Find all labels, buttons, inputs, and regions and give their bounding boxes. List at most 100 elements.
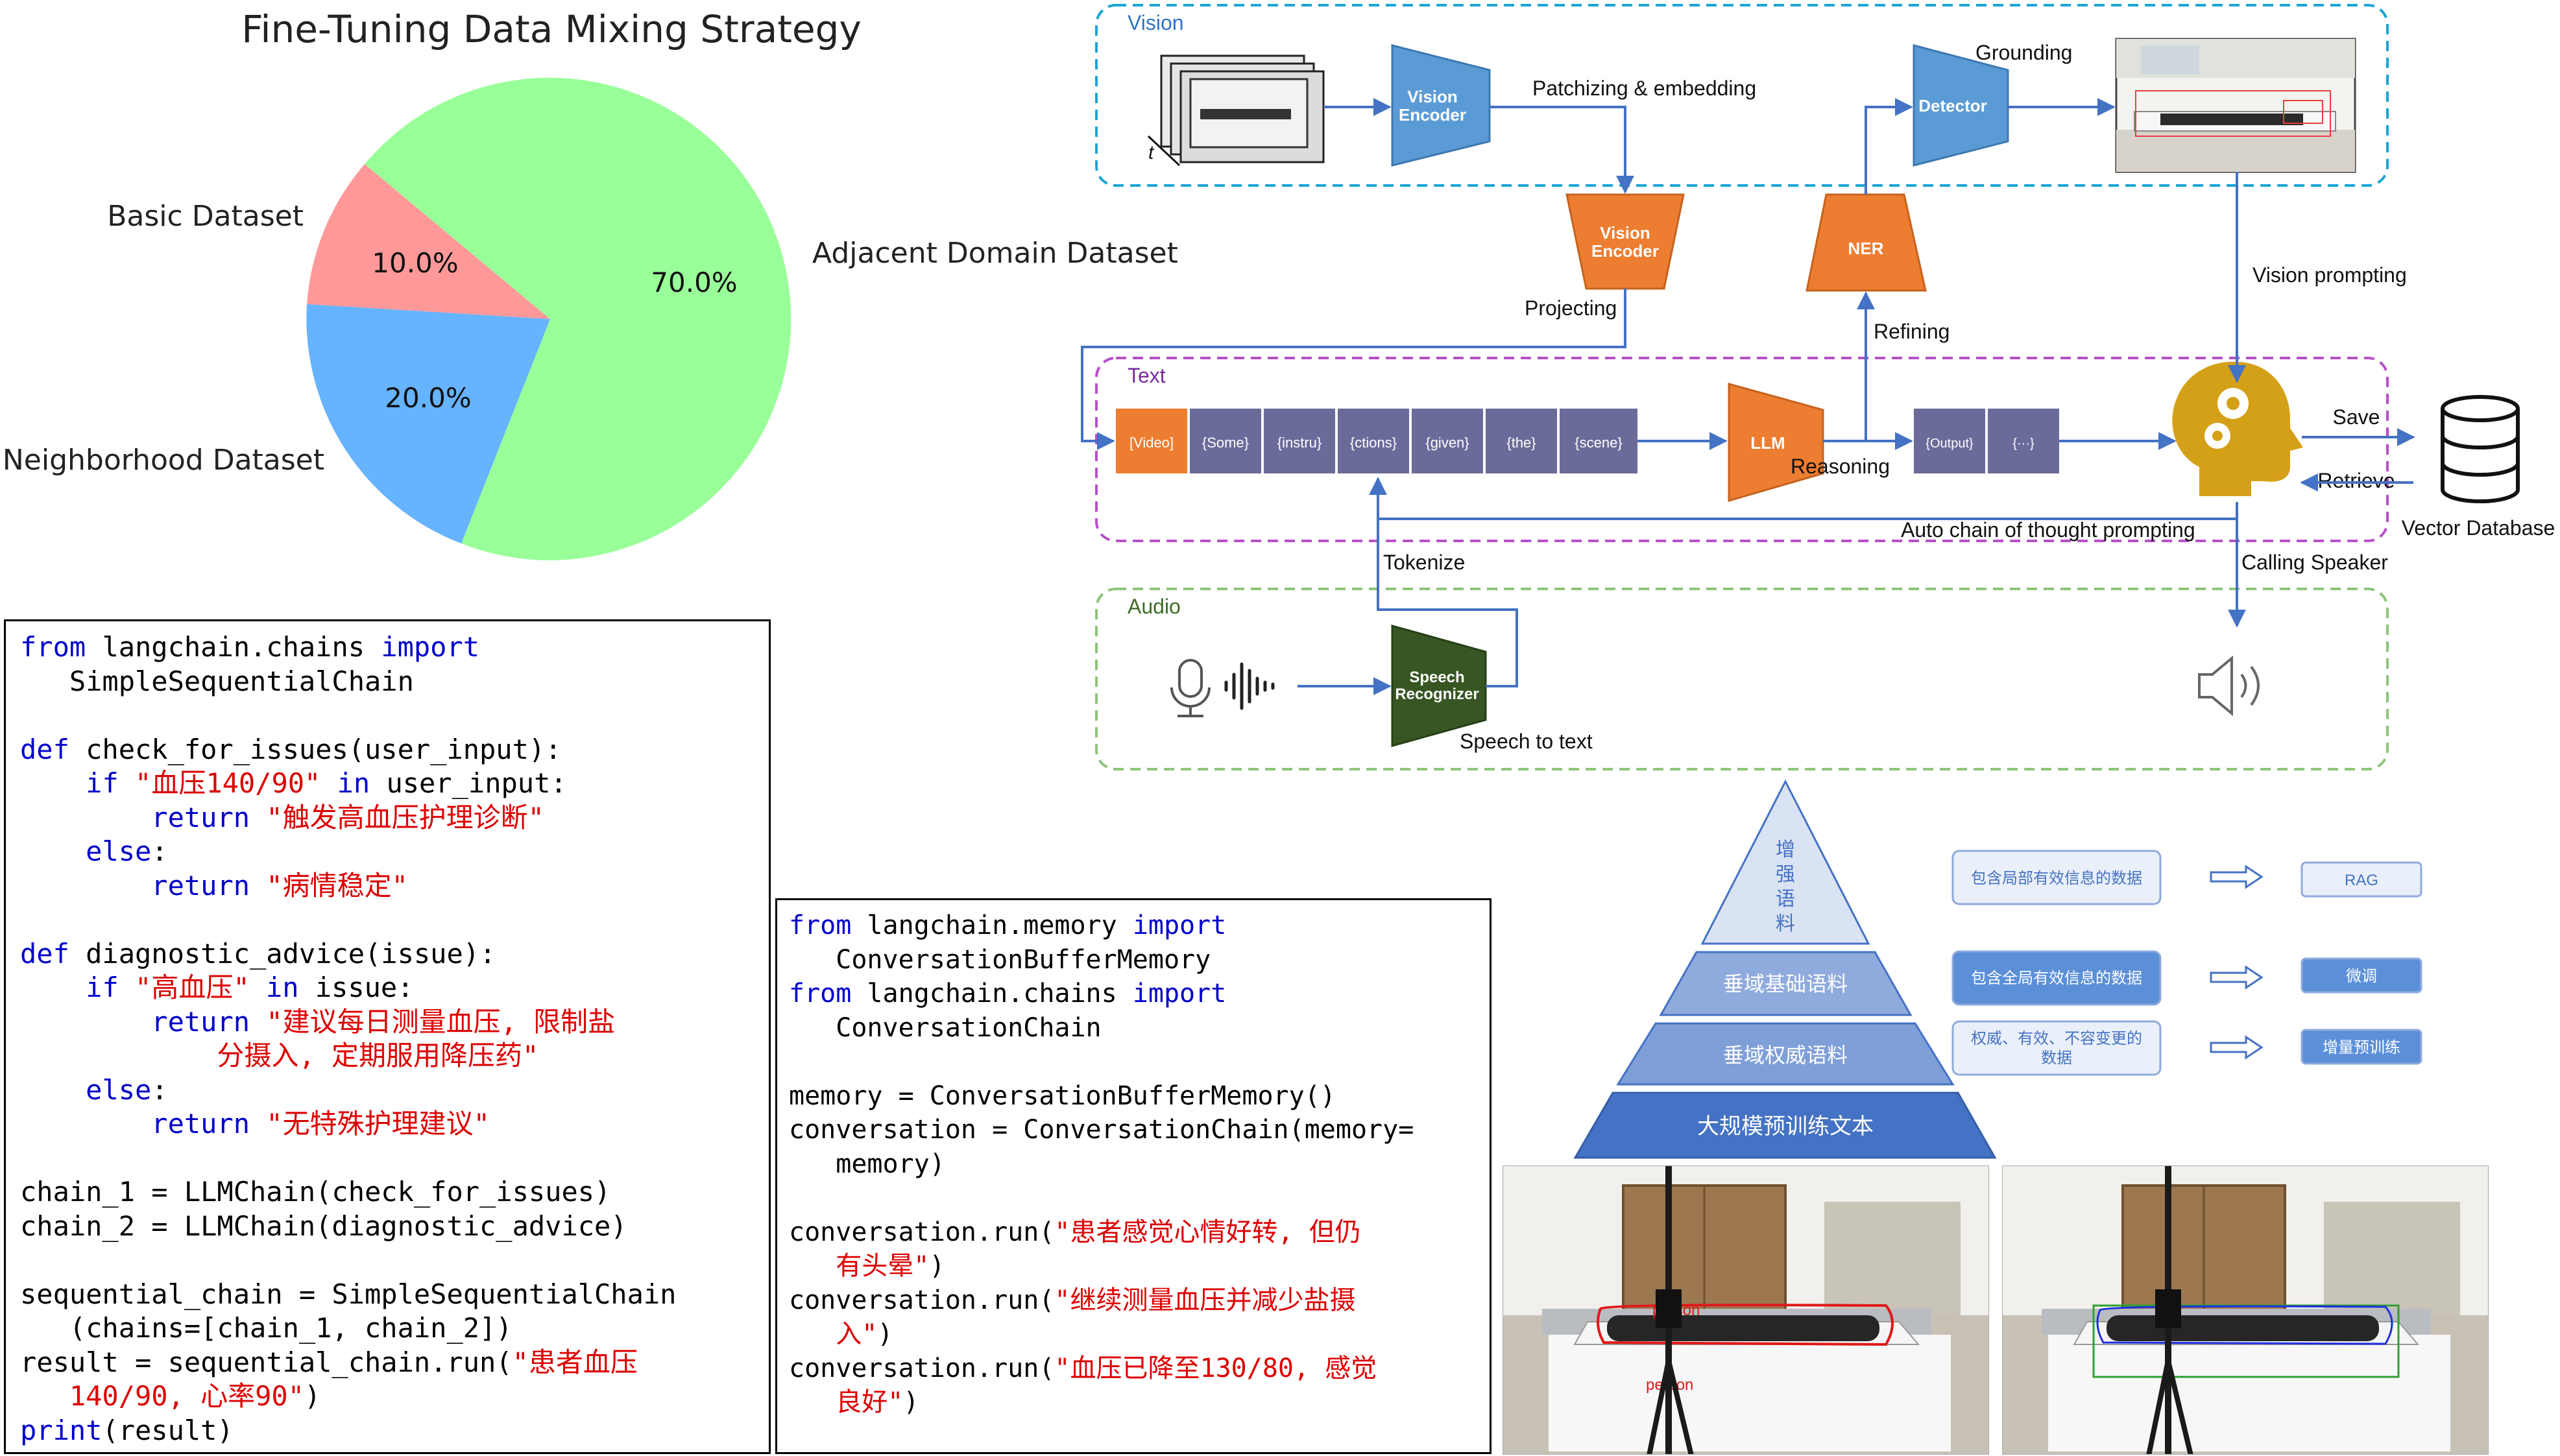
code-line: else: — [20, 1073, 769, 1108]
code-keyword: import — [1132, 979, 1227, 1008]
code-keyword: def — [20, 937, 69, 970]
text-region — [1095, 357, 2389, 542]
vision-region — [1095, 4, 2389, 187]
code-string: "触发高血压护理诊断" — [266, 801, 544, 833]
code-line: from langchain.chains import — [20, 630, 769, 665]
pie-chart: Fine-Tuning Data Mixing Strategy 70.0% 1… — [3, 7, 1178, 560]
code-text: SimpleSequentialChain — [20, 665, 414, 697]
code-line: else: — [20, 835, 769, 869]
output-token — [1914, 409, 1985, 473]
code-line: (chains=[chain_1, chain_2]) — [20, 1311, 769, 1346]
code-text: conversation.run( — [789, 1353, 1055, 1383]
code-keyword: if — [86, 767, 119, 799]
code-keyword: else — [86, 1073, 152, 1106]
time-label: t — [1148, 142, 1155, 163]
code-text — [20, 870, 151, 901]
pyramid-level-2-text: 垂域基础语料 — [1723, 972, 1848, 996]
code-line: sequential_chain = SimpleSequentialChain — [20, 1278, 769, 1312]
code-text: sequential_chain = SimpleSequentialChain — [20, 1278, 677, 1310]
code-text — [20, 835, 86, 867]
pyramid-level-3 — [1616, 1022, 1955, 1086]
vision-encoder-2-line2: Encoder — [1591, 241, 1659, 261]
ner-label: NER — [1848, 239, 1884, 258]
code-text: ConversationChain — [789, 1012, 1102, 1043]
code-text: memory = ConversationBufferMemory() — [789, 1080, 1336, 1111]
code-text: ) — [304, 1380, 321, 1412]
token-some — [1190, 409, 1261, 473]
code-line: memory = ConversationBufferMemory() — [789, 1080, 1490, 1115]
data-pyramid: 增强语料 垂域基础语料 垂域权威语料 大规模预训练文本 包含局部有效信息的数据 … — [1573, 779, 2422, 1159]
code-text — [20, 767, 86, 799]
token-the — [1486, 409, 1557, 473]
projecting-label: Projecting — [1525, 296, 1617, 320]
code-text — [250, 802, 266, 833]
code-text — [250, 1108, 266, 1140]
code-line: def check_for_issues(user_input): — [20, 733, 769, 767]
code-keyword: in — [265, 972, 299, 1003]
code-text: ) — [903, 1387, 919, 1417]
code-text — [20, 1074, 86, 1106]
brain-gear-icon — [2172, 361, 2303, 496]
code-line: from langchain.chains import — [789, 978, 1490, 1012]
pie-value-basic: 10.0% — [372, 247, 458, 279]
code-text: issue: — [298, 972, 414, 1003]
code-line: return "触发高血压护理诊断" — [20, 801, 769, 835]
pie-slice-basic — [307, 164, 550, 319]
code-keyword: if — [86, 972, 119, 1003]
code-string: 有头晕" — [789, 1251, 930, 1281]
code-text — [250, 870, 266, 901]
desc-box-2 — [1951, 950, 2162, 1006]
code-text — [119, 767, 135, 799]
pie-slice-adjacent — [365, 77, 791, 560]
pie-slice-neighborhood — [306, 304, 550, 543]
code-line — [20, 698, 769, 733]
code-line: return "无特殊护理建议" — [20, 1107, 769, 1141]
grounded-frame — [2115, 38, 2356, 173]
code-keyword: return — [151, 869, 250, 901]
token-instru-label: {instru} — [1277, 435, 1322, 451]
token-video — [1116, 409, 1187, 473]
code-text: ) — [877, 1319, 893, 1349]
code-line: def diagnostic_advice(issue): — [20, 937, 769, 972]
pyramid-level-1-text: 增强语料 — [1776, 839, 1795, 935]
code-keyword: in — [337, 767, 370, 799]
code-text: (chains=[chain_1, chain_2]) — [20, 1312, 513, 1344]
vision-encoder-1-line2: Encoder — [1399, 105, 1466, 125]
code-line — [789, 1182, 1490, 1217]
code-line: 入") — [789, 1319, 1490, 1353]
grounding-label: Grounding — [1975, 41, 2072, 64]
code-text: chain_2 = LLMChain(diagnostic_advice) — [20, 1210, 627, 1242]
code-text: conversation.run( — [789, 1217, 1055, 1247]
code-text — [20, 972, 86, 1003]
code-line: 良好") — [789, 1387, 1490, 1421]
code-keyword: print — [20, 1414, 103, 1446]
code-line: chain_2 = LLMChain(diagnostic_advice) — [20, 1210, 769, 1244]
code-text: (result) — [102, 1414, 234, 1446]
calling-speaker-label: Calling Speaker — [2241, 551, 2388, 574]
code-string: "无特殊护理建议" — [266, 1108, 490, 1140]
code-line — [789, 1046, 1490, 1080]
method-pretrain — [2300, 1029, 2422, 1065]
code-text — [119, 972, 135, 1003]
audio-region-label: Audio — [1128, 595, 1181, 618]
code-text: user_input: — [370, 767, 567, 799]
tokenize-label: Tokenize — [1383, 551, 1465, 574]
code-keyword: return — [151, 1108, 250, 1140]
code-block-sequential-chain: from langchain.chains import SimpleSeque… — [4, 619, 771, 1454]
code-keyword: def — [20, 733, 69, 765]
code-text — [320, 767, 337, 799]
code-text: : — [151, 1073, 168, 1106]
retrieve-label: Retrieve — [2317, 469, 2395, 492]
code-text: conversation = ConversationChain(memory= — [789, 1115, 1414, 1145]
code-line: from langchain.memory import — [789, 910, 1490, 944]
token-the-label: {the} — [1506, 435, 1536, 451]
segmentation-photo: person person — [1503, 1165, 1989, 1455]
method-rag-text: RAG — [2345, 872, 2378, 889]
save-label: Save — [2333, 405, 2380, 429]
reasoning-label: Reasoning — [1791, 455, 1890, 478]
code-text: langchain.chains — [86, 631, 381, 663]
pie-value-adjacent: 70.0% — [651, 267, 737, 298]
code-line: conversation = ConversationChain(memory= — [789, 1114, 1490, 1149]
audio-region — [1095, 588, 2389, 770]
code-text: chain_1 = LLMChain(check_for_issues) — [20, 1176, 611, 1208]
